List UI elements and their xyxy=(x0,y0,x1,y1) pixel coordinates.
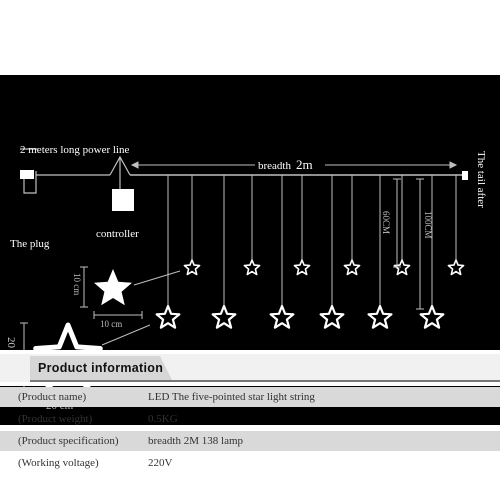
breadth-arrow xyxy=(130,161,458,169)
short-star-light xyxy=(183,259,201,276)
info-row-value: 220V xyxy=(148,457,173,469)
tail-connector xyxy=(462,171,468,180)
info-row-label: (Product name) xyxy=(18,391,87,403)
short-star-light xyxy=(343,259,361,276)
info-row-product-weight: (Product weight) 0.5KG xyxy=(0,409,500,429)
plug-icon xyxy=(20,170,34,179)
power-line-label: 2 meters long power line xyxy=(20,144,129,156)
info-row-label: (Product weight) xyxy=(18,413,93,425)
breadth-value: 2m xyxy=(296,157,313,172)
info-row-label: (Product specification) xyxy=(18,435,119,447)
info-title: Product information xyxy=(38,361,164,375)
controller-box xyxy=(112,189,134,211)
info-banner xyxy=(0,350,500,386)
breadth-label: breadth xyxy=(258,160,291,172)
long-star-light xyxy=(319,304,345,329)
short-star-light xyxy=(243,259,261,276)
info-row-value: breadth 2M 138 lamp xyxy=(148,435,244,447)
length-100-label: 100CM xyxy=(423,211,433,239)
controller-label: controller xyxy=(96,228,139,240)
info-row-value: LED The five-pointed star light string xyxy=(148,391,315,403)
short-star-light xyxy=(293,259,311,276)
info-row-product-specification: (Product specification) breadth 2M 138 l… xyxy=(0,431,500,451)
small-star-height-label: 10 cm xyxy=(72,273,82,295)
long-star-light xyxy=(269,304,295,329)
long-star-light xyxy=(367,304,393,329)
hanging-strings xyxy=(167,175,457,305)
plug-label: The plug xyxy=(10,238,50,250)
small-star-width-label: 10 cm xyxy=(100,319,122,329)
long-star-light xyxy=(211,304,237,329)
length-60-label: 60CM xyxy=(381,211,391,234)
info-row-working-voltage: (Working voltage) 220V xyxy=(0,453,500,473)
power-line xyxy=(20,148,131,194)
info-row-label: (Working voltage) xyxy=(18,457,99,469)
small-star-dimension xyxy=(80,266,181,319)
info-row-product-name: (Product name) LED The five-pointed star… xyxy=(0,387,500,407)
short-star-light xyxy=(447,259,465,276)
length-markers xyxy=(393,178,424,310)
tail-label: The tail after xyxy=(475,151,487,208)
short-star-light xyxy=(393,259,411,276)
info-row-value: 0.5KG xyxy=(148,413,178,425)
long-star-light xyxy=(155,304,181,329)
long-star-light xyxy=(419,304,445,329)
small-star-sample xyxy=(94,269,132,306)
info-table: (Product name) LED The five-pointed star… xyxy=(0,387,500,475)
